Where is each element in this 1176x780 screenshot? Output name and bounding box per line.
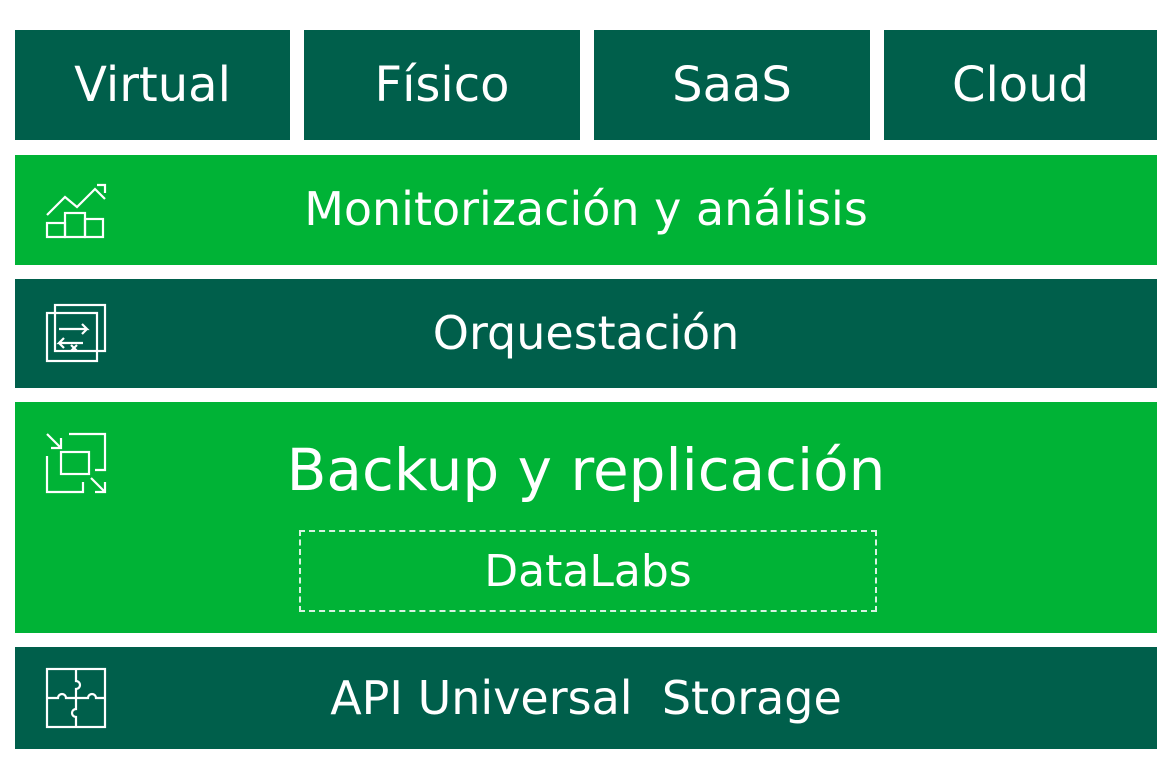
top-box-cloud: Cloud	[884, 30, 1157, 140]
layer-backup-replication: Backup y replicación DataLabs	[15, 402, 1157, 633]
layer-orchestration: Orquestación	[15, 279, 1157, 388]
top-box-saas: SaaS	[594, 30, 870, 140]
layer-storage-api: API Universal Storage	[15, 647, 1157, 749]
layer-monitoring: Monitorización y análisis	[15, 155, 1157, 265]
top-box-label: Cloud	[951, 57, 1090, 113]
datalabs-box: DataLabs	[299, 530, 877, 612]
layer-label: Orquestación	[432, 306, 740, 360]
datalabs-label: DataLabs	[484, 545, 692, 597]
layer-label: Monitorización y análisis	[304, 182, 868, 236]
analytics-chart-icon	[43, 177, 109, 243]
top-box-label: Físico	[374, 57, 510, 113]
top-box-virtual: Virtual	[15, 30, 290, 140]
top-box-fisico: Físico	[304, 30, 580, 140]
top-box-label: Virtual	[74, 57, 231, 113]
layer-label: Backup y replicación	[286, 436, 886, 504]
backup-replication-icon	[43, 430, 109, 496]
orchestration-icon	[43, 301, 109, 367]
layer-label: API Universal Storage	[330, 671, 842, 725]
puzzle-icon	[43, 665, 109, 731]
top-box-label: SaaS	[672, 57, 792, 113]
